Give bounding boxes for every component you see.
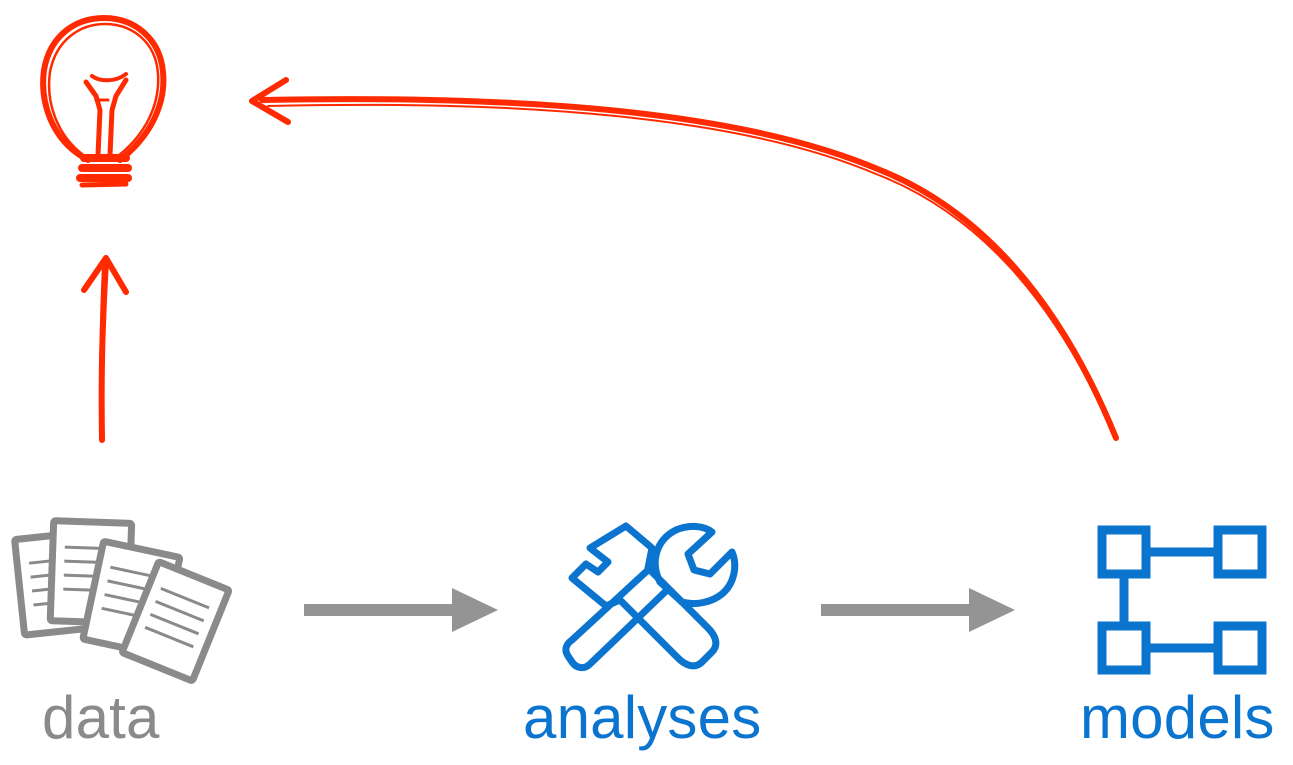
tools-icon bbox=[562, 522, 739, 672]
analyses-to-models-arrow bbox=[821, 588, 1015, 632]
network-icon bbox=[1097, 525, 1267, 675]
documents-icon bbox=[11, 517, 233, 684]
models-label: models bbox=[1080, 684, 1275, 751]
analyses-label: analyses bbox=[523, 684, 762, 751]
data-label: data bbox=[42, 684, 160, 751]
models-to-insight-arrow bbox=[249, 77, 1119, 441]
lightbulb-icon bbox=[40, 15, 167, 188]
data-to-analyses-arrow bbox=[304, 588, 498, 632]
data-to-insight-arrow bbox=[81, 255, 129, 443]
